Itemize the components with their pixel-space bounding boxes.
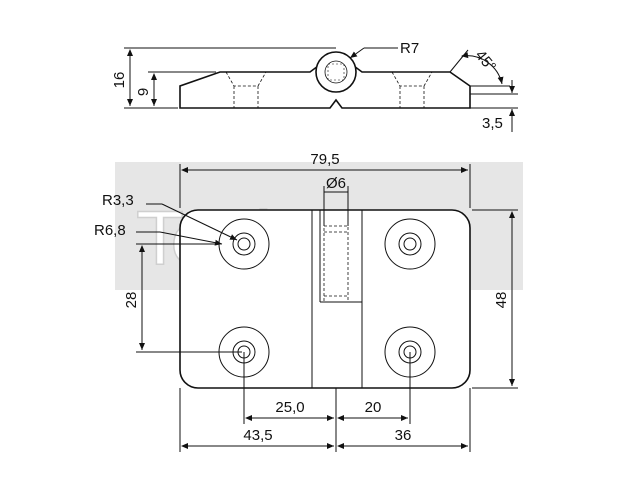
hole-top-right — [384, 218, 436, 270]
dim-knuckle-radius: R7 — [400, 40, 419, 57]
dim-countersink-inner: R3,3 — [102, 192, 134, 209]
top-view: 79,5 Ø6 R3,3 R6,8 28 48 25,0 20 — [94, 151, 518, 452]
dim-height: 48 — [493, 292, 510, 309]
dim-axis-to-right-edge: 36 — [395, 427, 412, 444]
dim-height-total: 16 — [111, 72, 128, 89]
dim-angle: 45° — [472, 47, 500, 75]
dim-axis-to-right-hole: 20 — [365, 399, 382, 416]
knuckle-pin-hatch — [327, 63, 345, 81]
dim-left-hole-to-axis: 25,0 — [275, 399, 304, 416]
dim-height-plate: 9 — [135, 88, 152, 96]
hinge-outline — [179, 209, 471, 389]
knuckle-pin — [324, 60, 348, 84]
knuckle-outer — [315, 51, 357, 93]
side-view: 16 9 R7 45° 3,5 — [111, 40, 518, 132]
dim-pin-diameter: Ø6 — [326, 175, 346, 192]
dim-thickness: 3,5 — [482, 115, 503, 132]
dim-countersink-outer: R6,8 — [94, 222, 126, 239]
dim-hole-spacing-vertical: 28 — [123, 292, 140, 309]
pin-hidden — [323, 225, 349, 303]
dim-left-edge-to-axis: 43,5 — [243, 427, 272, 444]
dim-width: 79,5 — [310, 151, 339, 168]
